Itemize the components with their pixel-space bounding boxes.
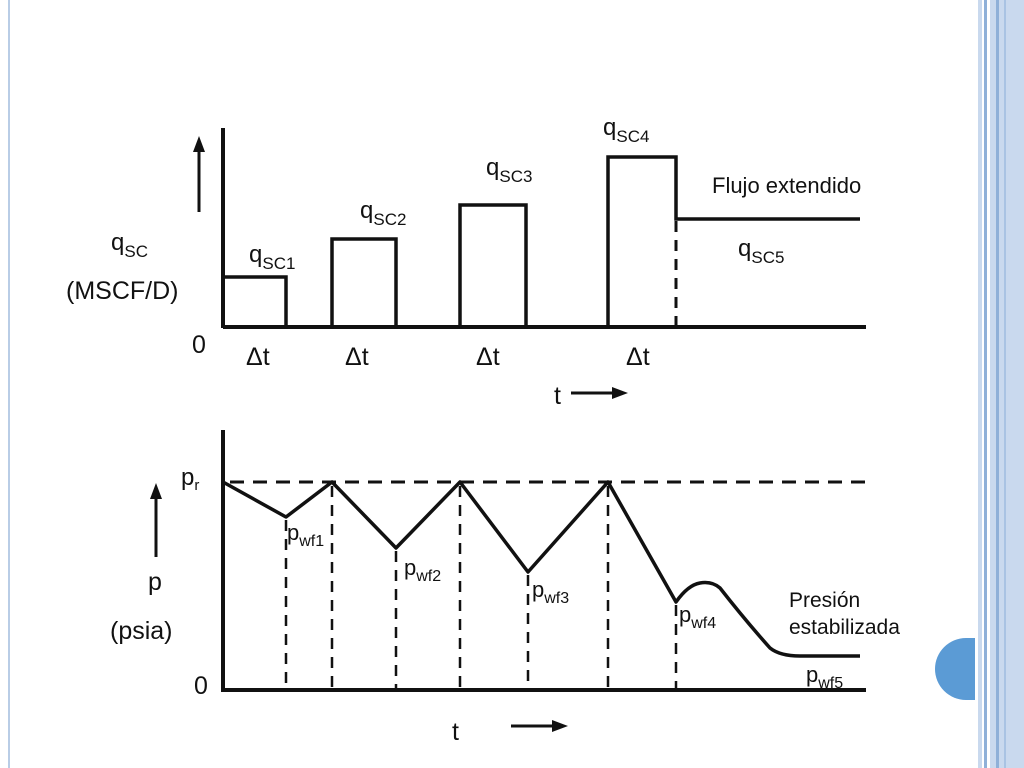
pressure-y-symbol: p [148, 568, 162, 596]
pwf-label-3: pwf3 [532, 577, 569, 607]
rate-up-arrow-head [193, 136, 205, 152]
pwf-label-4: pwf4 [679, 602, 716, 632]
stabilized-pressure-label-line2: estabilizada [789, 616, 900, 639]
delta-t-label-1: Δt [246, 343, 270, 371]
delta-t-label-3: Δt [476, 343, 500, 371]
pressure-up-arrow-head [150, 483, 162, 499]
pressure-x-label: t [452, 718, 459, 746]
slide-frame-right [978, 0, 1024, 768]
pressure-y-unit: (psia) [110, 617, 173, 645]
rate-y-symbol: qSC [111, 229, 148, 261]
rate-label-1: qSC1 [249, 241, 295, 273]
time-guide-lines [284, 486, 678, 688]
delta-t-label-2: Δt [345, 343, 369, 371]
rate-label-3: qSC3 [486, 154, 532, 186]
pwf-label-2: pwf2 [404, 555, 441, 585]
rate-label-5: qSC5 [738, 235, 784, 267]
slide-frame-left [8, 0, 10, 768]
pressure-curve [222, 480, 860, 658]
rate-zero-label: 0 [192, 331, 206, 359]
pressure-chart [150, 430, 866, 732]
pwf-label-5: pwf5 [806, 662, 843, 692]
initial-pressure-label: pr [181, 464, 199, 494]
rate-step-line [223, 155, 860, 329]
pressure-zero-label: 0 [194, 672, 208, 700]
rate-t-arrow-head [612, 387, 628, 399]
extended-flow-label: Flujo extendido [712, 173, 861, 198]
pressure-t-arrow-head [552, 720, 568, 732]
rate-label-4: qSC4 [603, 114, 649, 146]
pwf-label-1: pwf1 [287, 520, 324, 550]
rate-y-unit: (MSCF/D) [66, 277, 178, 305]
rate-label-2: qSC2 [360, 197, 406, 229]
delta-t-label-4: Δt [626, 343, 650, 371]
rate-chart [193, 128, 866, 399]
rate-x-label: t [554, 382, 561, 410]
stabilized-pressure-label-line1: Presión [789, 589, 860, 612]
